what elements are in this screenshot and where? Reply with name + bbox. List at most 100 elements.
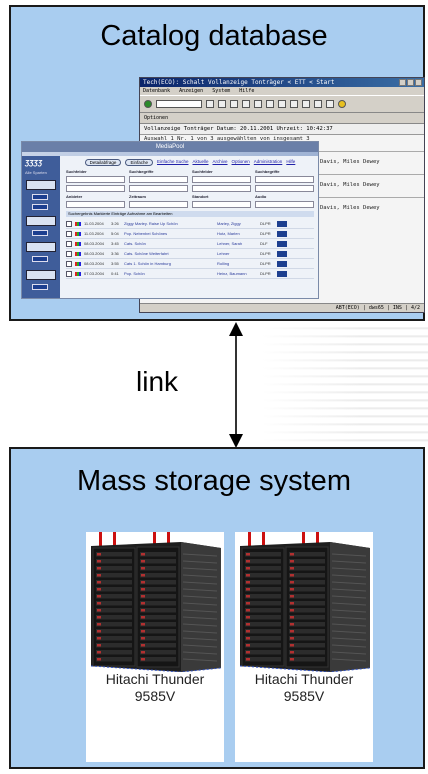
play-button (277, 220, 287, 227)
form-label: Anbieter (66, 194, 83, 199)
server-caption-model: 9585V (283, 688, 325, 704)
menu-item: Anzeigen (179, 88, 204, 94)
ok-icon (144, 100, 152, 108)
form-label: Suchfelder (192, 169, 213, 174)
mediapool-logo: ƷƷƷƷ (25, 160, 43, 167)
flag-icon (75, 221, 81, 226)
server-card: Hitachi Thunder 9585V (235, 532, 373, 762)
record-header: Vollanzeige Tonträger Datum: 20.11.2001 … (140, 124, 424, 135)
server-caption-model: 9585V (134, 688, 176, 704)
form-field (255, 201, 314, 208)
row-date: 11.03.2004 (84, 231, 104, 236)
row-person: Hotz, Marlen (217, 231, 240, 236)
row-duration: 3:55 (111, 261, 119, 266)
mediapool-screenshot: MediaPool ƷƷƷƷ Alle Sparten Detailabfrag… (21, 141, 319, 299)
row-date: 08.03.2004 (84, 251, 105, 256)
form-label: Zeitraum (129, 194, 146, 199)
form-field (192, 185, 251, 192)
form-label: Suchfelder (66, 169, 87, 174)
command-field (156, 100, 202, 108)
form-field (255, 176, 314, 183)
close-icon (415, 79, 422, 86)
menu-item: Datenbank (143, 88, 171, 94)
play-button (277, 270, 287, 277)
window-controls (399, 79, 422, 86)
row-person: Rolling (217, 261, 230, 266)
toolbar-icon (278, 100, 286, 108)
sidebar-field (26, 180, 56, 190)
row-duration: 5:04 (111, 231, 119, 236)
flag-icon (75, 231, 81, 236)
minimize-icon (399, 79, 406, 86)
form-field (192, 176, 251, 183)
form-field (66, 176, 125, 183)
sidebar-field (26, 270, 56, 280)
row-title: Pop. Schön (124, 271, 145, 276)
toolbar-icon (230, 100, 238, 108)
form-label: Standort (192, 194, 209, 199)
row-format: DLPR (260, 261, 271, 266)
catalog-app-menubar: Datenbank Anzeigen System Hilfe (140, 87, 424, 95)
toolbar-icon (206, 100, 214, 108)
row-format: DLPR (260, 251, 271, 256)
server-caption-name: Hitachi Thunder (254, 671, 354, 687)
row-duration: 3:36 (111, 251, 119, 256)
link-administration: Administration (253, 159, 283, 164)
sidebar-button (32, 194, 48, 200)
form-field (129, 185, 188, 192)
mediapool-title: MediaPool (22, 142, 318, 152)
tab-detailabfrage: Detailabfrage (84, 159, 122, 166)
server-caption-name: Hitachi Thunder (105, 671, 205, 687)
row-date: 07.03.2004 (84, 271, 105, 276)
row-date: 11.03.2004 (84, 221, 104, 226)
row-duration: 0:41 (111, 271, 119, 276)
row-title: Cats. Schön (124, 241, 146, 246)
record-name: Davis, Miles Dewey (320, 205, 380, 211)
row-checkbox (66, 260, 72, 267)
link-optionen: Optionen (231, 159, 250, 164)
result-row: 11.03.2004 3:26 Ziggy Marley. Raise Up Sch… (66, 219, 314, 229)
catalog-app-statusbar: ABT(ECO) | dws65 | INS | 4/2 (140, 303, 424, 312)
row-format: DLPR (260, 231, 271, 236)
form-label: Suchbegriffe (255, 169, 280, 174)
background-stripes (262, 322, 428, 446)
row-title: Pop. Nebenbei Schönes (124, 231, 168, 236)
link-hilfe: Hilfe (286, 159, 296, 164)
mediapool-tabs: Detailabfrage Einfache Einfache Suche Ak… (62, 156, 318, 166)
play-button (277, 230, 287, 237)
help-icon (338, 100, 346, 108)
server-card: Hitachi Thunder 9585V (86, 532, 224, 762)
sidebar-field (26, 242, 56, 252)
toolbar-icon (266, 100, 274, 108)
row-duration: 3:26 (111, 221, 119, 226)
mediapool-search-form: Suchfelder Suchbegriffe Suchfelder Suchb… (66, 169, 314, 208)
row-checkbox (66, 270, 72, 277)
form-label: Audio (255, 194, 267, 199)
toolbar-icon (290, 100, 298, 108)
row-format: DLF (260, 241, 268, 246)
row-format: DLPR (260, 221, 271, 226)
link-archive: Archive (212, 159, 228, 164)
toolbar-icon (242, 100, 250, 108)
row-person: Lehner, Sarah (217, 241, 243, 246)
maximize-icon (407, 79, 414, 86)
record-line: Auswahl 1 Nr. 1 von 3 ausgewählten von i… (144, 136, 310, 142)
sidebar-button (32, 204, 48, 210)
link-label: link (136, 366, 179, 397)
row-title: Ziggy Marley. Raise Up Schön (124, 221, 178, 226)
form-field (66, 201, 125, 208)
mediapool-sidebar: ƷƷƷƷ Alle Sparten (22, 156, 60, 298)
storage-rack-icon (239, 532, 371, 672)
catalog-database-title: Catalog database (100, 20, 328, 52)
result-row: 11.03.2004 5:04 Pop. Nebenbei Schönes Hotz,… (66, 229, 314, 239)
flag-icon (75, 271, 81, 276)
toolbar-icon (254, 100, 262, 108)
storage-rack-icon (90, 532, 222, 672)
toolbar-icon (302, 100, 310, 108)
form-field (129, 201, 188, 208)
row-title: Cats. Schöne Weiterfahrt (124, 251, 169, 256)
row-title: Cats 1. Schön in Hamburg (124, 261, 171, 266)
record-name: Davis, Miles Dewey (320, 159, 380, 165)
row-checkbox (66, 220, 72, 227)
